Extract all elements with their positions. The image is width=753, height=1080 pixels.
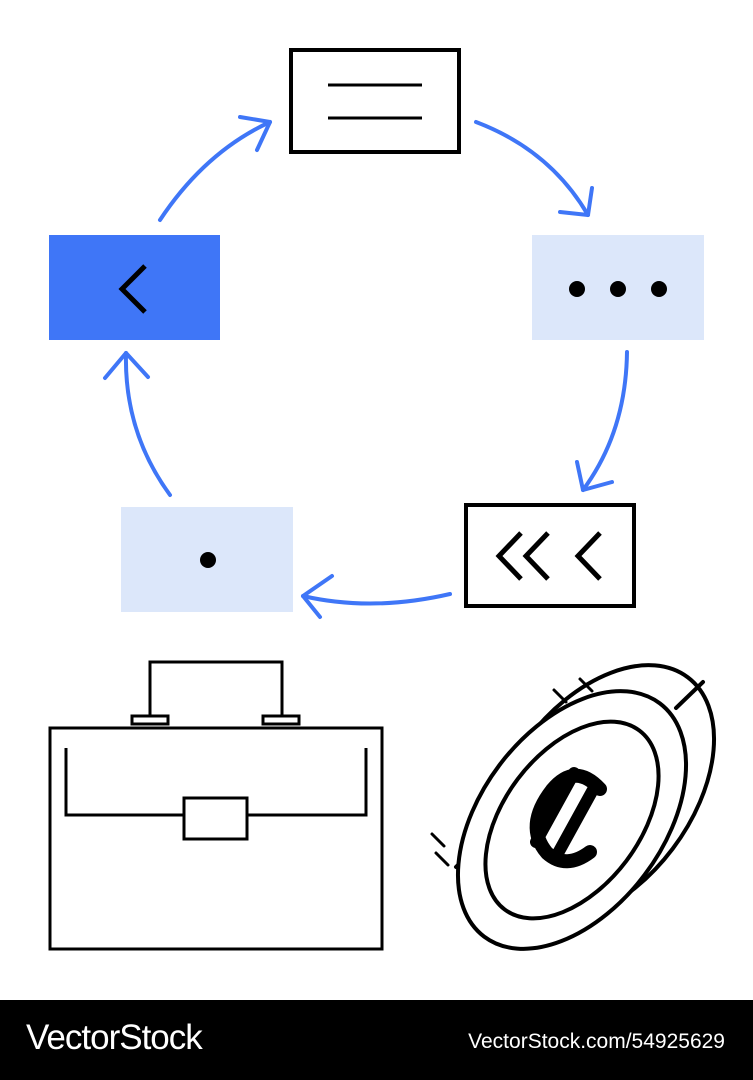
card-text xyxy=(289,48,461,154)
briefcase-icon xyxy=(48,660,384,951)
arrow-bottom-to-dot xyxy=(301,574,452,619)
card-triple-chevron xyxy=(464,503,636,608)
illustration xyxy=(48,48,717,951)
card-ellipsis xyxy=(532,235,704,340)
ellipsis-icon xyxy=(569,281,667,297)
watermark-footer: VectorStock VectorStock.com/54925629 xyxy=(0,1000,753,1080)
dot-icon xyxy=(200,552,216,568)
card-dot xyxy=(121,507,293,612)
arrow-dot-to-left xyxy=(103,351,172,497)
coin-rim xyxy=(483,719,661,921)
triple-chevron-left-icon xyxy=(495,531,602,581)
card-chevron xyxy=(49,235,220,340)
text-lines-icon xyxy=(328,83,422,120)
euro-coin-icon xyxy=(430,663,717,951)
arrow-right-to-bottom xyxy=(575,350,629,492)
cycle-arrows xyxy=(103,115,629,619)
chevron-left-icon xyxy=(118,264,147,314)
arrow-top-to-right xyxy=(474,120,594,217)
euro-symbol xyxy=(529,767,607,869)
coin-edge-ticks xyxy=(430,677,594,867)
watermark-brand: VectorStock xyxy=(26,1018,203,1057)
watermark-image-ref: VectorStock.com/54925629 xyxy=(468,1030,725,1053)
arrow-left-to-top xyxy=(158,115,272,222)
